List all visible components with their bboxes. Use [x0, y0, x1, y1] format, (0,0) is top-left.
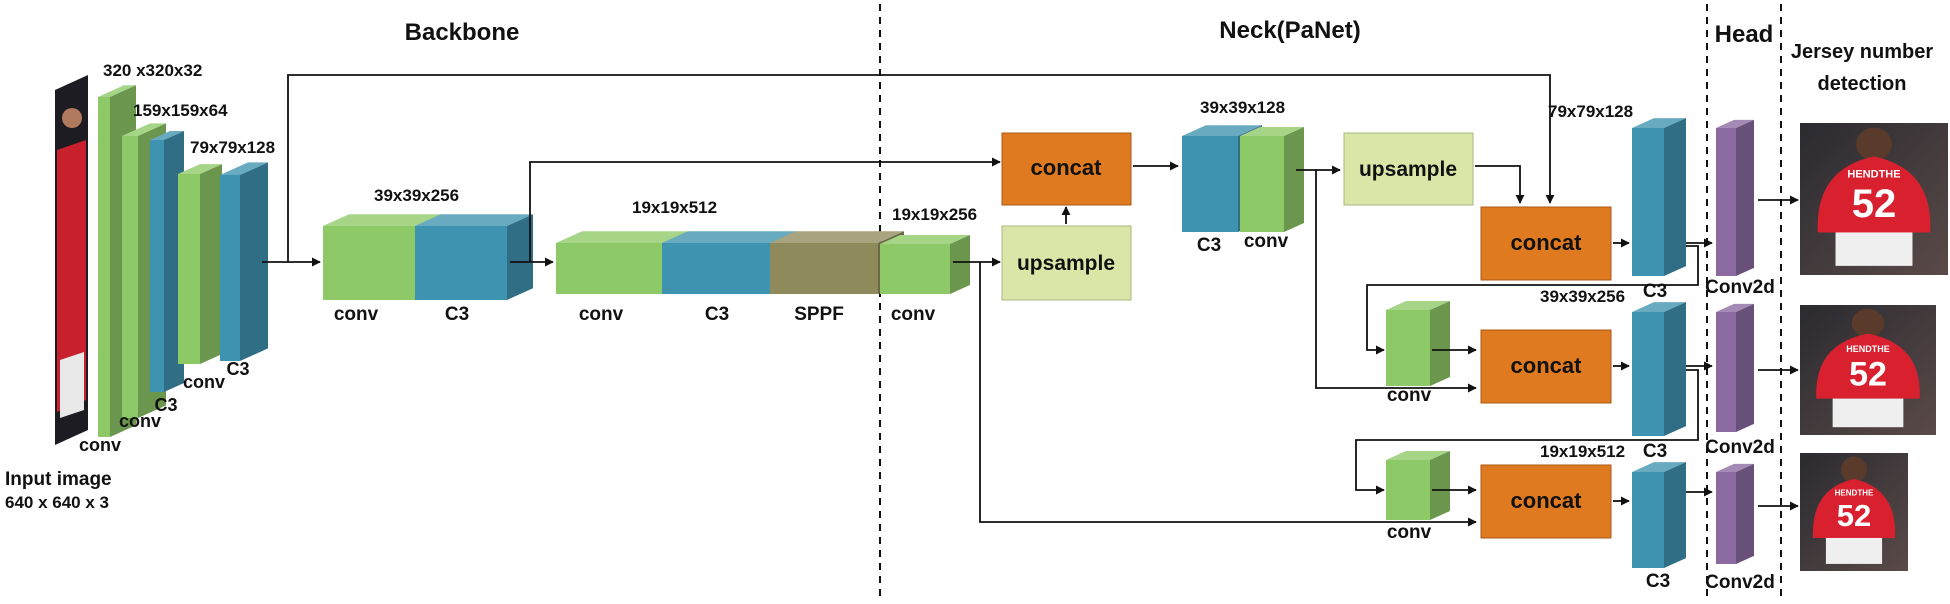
connection-arrow	[1355, 369, 1699, 495]
layer-label-conv: conv	[891, 304, 936, 325]
c3-block	[220, 162, 268, 361]
connection-arrow	[529, 157, 1001, 262]
c3-block	[1632, 118, 1686, 276]
layer-label-conv2d: Conv2d	[1705, 437, 1775, 458]
layer-blocks	[98, 85, 1754, 568]
conv2d-block	[1716, 463, 1754, 564]
dim-label: 19x19x256	[892, 205, 977, 224]
concat-label: concat	[1511, 353, 1583, 378]
concat-label: concat	[1511, 488, 1583, 513]
c3-block	[1632, 462, 1686, 568]
section-title-head: Head	[1715, 21, 1774, 48]
layer-label-c3: C3	[1643, 441, 1667, 462]
c3-block	[415, 214, 533, 300]
jersey-number: 52	[1852, 182, 1897, 226]
concat-block: concat	[1480, 464, 1612, 539]
section-title-backbone: Backbone	[405, 19, 520, 46]
conv-block	[1240, 127, 1304, 232]
section-title-output-line2: detection	[1818, 73, 1907, 95]
layer-label-c3: C3	[226, 359, 249, 379]
dim-label: 39x39x256	[374, 186, 459, 205]
connection-arrow	[979, 262, 1477, 527]
dim-label: 19x19x512	[632, 198, 717, 217]
layer-label-conv: conv	[1387, 385, 1432, 406]
dim-label: 320 x320x32	[103, 61, 202, 80]
layer-label-c3: C3	[445, 304, 469, 325]
layer-label-sppf: SPPF	[794, 304, 844, 325]
layer-label-conv: conv	[1244, 231, 1289, 252]
layer-label-c3: C3	[1646, 571, 1670, 592]
input-size: 640 x 640 x 3	[5, 493, 109, 512]
input-image	[55, 75, 88, 445]
layer-label-conv: conv	[79, 435, 121, 455]
connection-arrow	[1475, 165, 1525, 204]
layer-label-conv2d: Conv2d	[1705, 572, 1775, 593]
layer-label-c3: C3	[1643, 281, 1667, 302]
layer-label-conv: conv	[334, 304, 379, 325]
dim-label: 19x19x512	[1540, 442, 1625, 461]
section-dividers	[879, 4, 1782, 600]
dim-label: 79x79x128	[190, 138, 275, 157]
section-title-output-line1: Jersey number	[1791, 41, 1934, 63]
concat-block: concat	[1001, 132, 1132, 206]
jersey-number: 52	[1837, 498, 1871, 533]
dim-label: 79x79x128	[1548, 102, 1633, 121]
layer-label-conv: conv	[579, 304, 624, 325]
connection-arrow	[287, 74, 1555, 262]
jersey-name: HENDTHE	[1835, 488, 1874, 497]
upsample-block: upsample	[1343, 132, 1474, 206]
concat-block: concat	[1480, 206, 1612, 281]
conv-block	[178, 164, 222, 364]
upsample-label: upsample	[1017, 252, 1115, 275]
concat-label: concat	[1031, 155, 1103, 180]
conv-block	[1386, 451, 1450, 520]
layer-label-c3: C3	[1197, 235, 1221, 256]
concat-label: concat	[1511, 230, 1583, 255]
concat-block: concat	[1480, 329, 1612, 404]
layer-label-conv: conv	[183, 372, 225, 392]
jersey-name: HENDTHE	[1846, 344, 1890, 354]
jersey-name: HENDTHE	[1847, 169, 1900, 181]
layer-label-conv: conv	[119, 411, 161, 431]
detected-player-image: HENDTHE 52	[1800, 305, 1936, 435]
layer-label-c3: C3	[705, 304, 729, 325]
dim-label: 39x39x256	[1540, 287, 1625, 306]
section-title-neck: Neck(PaNet)	[1219, 17, 1360, 44]
jersey-number: 52	[1849, 356, 1887, 394]
conv-block	[1386, 301, 1450, 386]
layer-label-conv2d: Conv2d	[1705, 277, 1775, 298]
dim-label: 39x39x128	[1200, 98, 1285, 117]
c3-block	[1632, 302, 1686, 436]
connections	[262, 74, 1799, 527]
conv2d-block	[1716, 303, 1754, 432]
connection-arrow	[1366, 245, 1699, 355]
dim-label: 159x159x64	[133, 101, 228, 120]
connection-arrow	[1315, 170, 1477, 393]
upsample-block: upsample	[1001, 225, 1132, 301]
input-label: Input image	[5, 469, 112, 490]
conv2d-block	[1716, 119, 1754, 277]
upsample-label: upsample	[1359, 158, 1457, 181]
layer-label-c3: C3	[154, 395, 177, 415]
layer-label-conv: conv	[1387, 522, 1432, 543]
conv-block	[880, 235, 970, 294]
